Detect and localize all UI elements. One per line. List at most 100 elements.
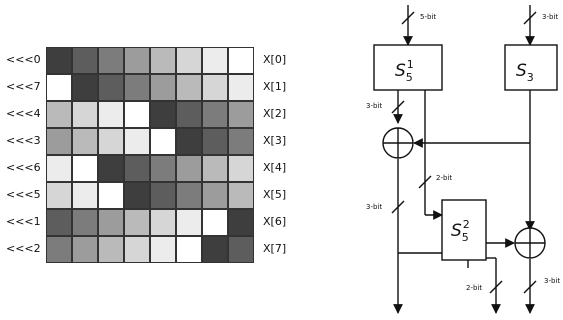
bit-slash-mid-lower (391, 200, 405, 214)
grid-cell (150, 209, 176, 236)
grid-cell (98, 101, 124, 128)
grid-row: <<<4 X[2] (0, 101, 300, 128)
row-label: X[6] (263, 215, 287, 228)
bit-label-mid-right: 2-bit (436, 174, 452, 182)
s3-label: S3 (516, 61, 534, 84)
row-label: X[3] (263, 134, 287, 147)
grid-cell (98, 182, 124, 209)
grid-cell (46, 236, 72, 263)
row-label: X[1] (263, 80, 287, 93)
bit-slash-in-left (401, 11, 415, 25)
grid-cell (202, 74, 228, 101)
grid-cell (46, 209, 72, 236)
grid-cell (202, 128, 228, 155)
grid-cell (228, 101, 254, 128)
grid-cell (98, 155, 124, 182)
grid-cell (72, 182, 98, 209)
rotation-label: <<<6 (6, 161, 41, 174)
row-label: X[7] (263, 242, 287, 255)
grid-cell (124, 209, 150, 236)
grid-row: <<<2 X[7] (0, 236, 300, 263)
grid-cell (46, 47, 72, 74)
s5-1-box (373, 44, 443, 91)
s5-2-label: S52 (451, 218, 470, 244)
grid-cell (98, 128, 124, 155)
grid-row: <<<6 X[4] (0, 155, 300, 182)
grid-cell (124, 236, 150, 263)
row-label: X[2] (263, 107, 287, 120)
grid-cell (124, 101, 150, 128)
grid-cell (150, 155, 176, 182)
grid-cell (150, 74, 176, 101)
grid-cell (98, 74, 124, 101)
grid-cell (202, 155, 228, 182)
grid-cell (72, 155, 98, 182)
grid-cell (202, 209, 228, 236)
bit-slash-out-right (523, 280, 537, 294)
grid-cell (72, 236, 98, 263)
grid-cell (176, 182, 202, 209)
row-label: X[5] (263, 188, 287, 201)
grid-cell (46, 101, 72, 128)
bit-label-in-right: 3-bit (542, 13, 558, 21)
grid-cell (72, 74, 98, 101)
grid-cell (176, 155, 202, 182)
bit-label-mid-upper: 3-bit (366, 102, 382, 110)
s5-1-label: S51 (395, 58, 414, 84)
grid-cell (46, 155, 72, 182)
grid-cell (98, 209, 124, 236)
rotation-label: <<<2 (6, 242, 41, 255)
grid-cell (202, 236, 228, 263)
grid-cell (150, 182, 176, 209)
grid-cell (228, 155, 254, 182)
grid-cell (124, 182, 150, 209)
grid-cell (124, 47, 150, 74)
grid-cell (72, 101, 98, 128)
grid-cell (176, 209, 202, 236)
grid-row: <<<1 X[6] (0, 209, 300, 236)
bit-label-in-left: 5-bit (420, 13, 436, 21)
row-label: X[4] (263, 161, 287, 174)
rotation-label: <<<3 (6, 134, 41, 147)
grid-cell (72, 128, 98, 155)
bit-label-out-mid: 2-bit (466, 284, 482, 292)
grid-cell (124, 155, 150, 182)
grid-row: <<<5 X[5] (0, 182, 300, 209)
grid-cell (228, 236, 254, 263)
grid-cell (150, 47, 176, 74)
grid-cell (98, 236, 124, 263)
s3-box (504, 44, 558, 91)
bit-slash-out-mid (489, 280, 503, 294)
grid-cell (124, 128, 150, 155)
grid-cell (228, 128, 254, 155)
grid-cell (98, 47, 124, 74)
grid-cell (150, 128, 176, 155)
bit-label-mid-lower: 3-bit (366, 203, 382, 211)
grid-cell (176, 74, 202, 101)
grid-cell (46, 182, 72, 209)
grid-cell (176, 128, 202, 155)
grid-cell (124, 74, 150, 101)
rotation-label: <<<0 (6, 53, 41, 66)
grid-cell (150, 101, 176, 128)
grid-cell (150, 236, 176, 263)
grid-cell (46, 128, 72, 155)
grid-cell (202, 47, 228, 74)
grid-cell (228, 182, 254, 209)
grid-cell (46, 74, 72, 101)
grid-cell (176, 47, 202, 74)
rotation-label: <<<4 (6, 107, 41, 120)
grid-cell (202, 101, 228, 128)
s5-2-box (441, 199, 487, 261)
grid-cell (72, 47, 98, 74)
bit-slash-in-right (523, 11, 537, 25)
grid-cell (228, 47, 254, 74)
bit-slash-mid-right (418, 175, 432, 189)
grid-cell (176, 101, 202, 128)
rotation-label: <<<5 (6, 188, 41, 201)
rotation-label: <<<1 (6, 215, 41, 228)
rotation-label: <<<7 (6, 80, 41, 93)
grid-cell (228, 209, 254, 236)
